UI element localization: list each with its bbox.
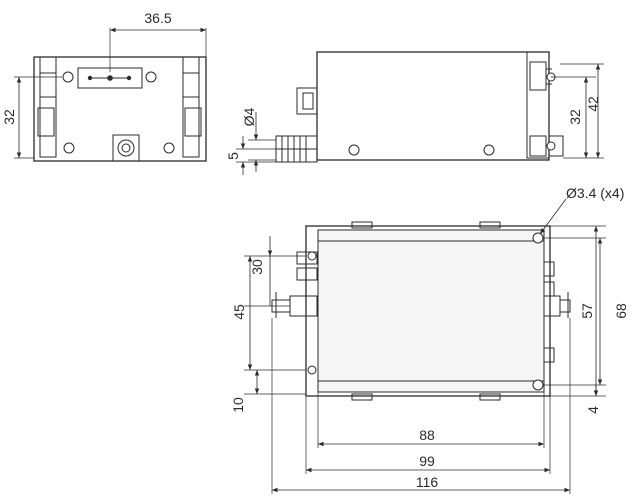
dim-side-height-outer: 42 <box>585 96 601 112</box>
side-connector-upper <box>296 87 318 115</box>
front-view-right-clamp <box>184 107 202 137</box>
front-fiber-port <box>112 134 140 162</box>
top-hole-bottom-right <box>532 379 544 391</box>
dim-front-height: 32 <box>1 109 17 125</box>
dim-top-right-span: 57 <box>579 303 595 319</box>
dim-top-right-outer: 68 <box>613 303 629 319</box>
callout-hole-diameter: Ø3.4 (x4) <box>566 185 624 201</box>
dim-top-left-upper: 30 <box>249 259 265 275</box>
dim-side-diameter: Ø4 <box>241 107 257 126</box>
dim-side-height-inner: 32 <box>567 109 583 125</box>
dim-bottom-inner: 88 <box>419 427 435 443</box>
top-hole-top-right <box>532 232 544 244</box>
front-hole-top-left <box>62 71 74 83</box>
dim-bottom-outer: 116 <box>416 474 439 490</box>
front-view-right-rail <box>182 56 200 158</box>
dim-top-left-low: 10 <box>230 397 246 413</box>
front-view-left-clamp <box>37 107 55 137</box>
top-hole-top-left <box>307 251 317 261</box>
front-view: 36.5 32 <box>1 10 207 162</box>
side-view-flange <box>526 51 550 159</box>
front-view-left-rail <box>39 56 57 158</box>
dim-front-width: 36.5 <box>144 10 171 26</box>
top-view-body <box>317 229 545 393</box>
top-hole-bottom-left <box>307 365 317 375</box>
side-view-body <box>316 51 550 161</box>
dim-top-left-mid: 45 <box>231 304 247 320</box>
front-hole-bottom-left <box>63 142 75 154</box>
side-view: Ø4 5 32 42 <box>225 51 604 175</box>
front-hole-top-right <box>145 71 157 83</box>
top-view: Ø3.4 (x4) 30 45 10 57 68 4 88 <box>230 185 629 494</box>
dim-side-offset: 5 <box>225 152 241 160</box>
dim-top-right-offset: 4 <box>585 406 601 414</box>
dim-bottom-mid: 99 <box>419 453 435 469</box>
side-hole-left <box>348 144 360 156</box>
front-hole-bottom-right <box>163 142 175 154</box>
side-hole-right <box>483 144 495 156</box>
